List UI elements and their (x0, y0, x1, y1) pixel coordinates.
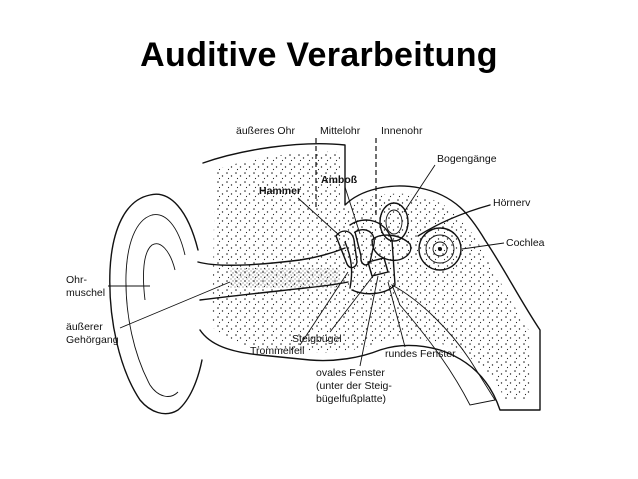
auditory-nerve (417, 204, 491, 237)
slide-title: Auditive Verarbeitung (140, 36, 498, 74)
auricle-outline (109, 193, 203, 415)
label-gehoergang-1: äußerer (66, 321, 103, 333)
semicircular-canal-1 (379, 202, 409, 242)
eustachian-tube (391, 284, 496, 406)
label-ohrmuschel-2: muschel (66, 287, 105, 299)
head-outline (199, 143, 541, 411)
label-ohrmuschel-1: Ohr- (66, 274, 88, 286)
leader-steigbuegel (329, 271, 377, 333)
leader-hammer (297, 197, 341, 237)
ear-canal-fill (230, 268, 340, 288)
label-cochlea: Cochlea (506, 237, 545, 249)
label-ovales-fenster-3: bügelfußplatte) (316, 393, 386, 405)
stirrup-bone (367, 257, 389, 277)
label-outer-ear: äußeres Ohr (236, 125, 295, 137)
eardrum (344, 241, 353, 289)
leader-bogengaenge (403, 164, 436, 213)
label-bogengaenge: Bogengänge (437, 153, 497, 165)
label-middle-ear: Mittelohr (320, 125, 361, 137)
auricle-inner (125, 214, 186, 397)
hammer-bone (335, 230, 358, 269)
leader-ovales-fenster (359, 275, 379, 367)
leader-trommelfell (299, 271, 349, 346)
ear-canal-upper (197, 247, 346, 267)
temporal-bone (212, 151, 530, 400)
label-amboss: Amboß (321, 174, 358, 186)
leader-cochlea (461, 242, 505, 250)
cochlea-core (438, 247, 442, 251)
cochlea-outer (418, 227, 462, 271)
label-trommelfell: Trommelfell (250, 345, 304, 357)
label-inner-ear: Innenohr (381, 125, 423, 137)
label-hammer: Hammer (259, 185, 301, 197)
cochlea-inner (432, 241, 448, 257)
vestibule (371, 234, 412, 261)
leader-rundes-fenster (387, 281, 406, 348)
label-gehoergang-2: Gehörgang (66, 334, 119, 346)
label-ovales-fenster-2: (unter der Steig- (316, 380, 392, 392)
label-rundes-fenster: rundes Fenster (385, 348, 456, 360)
label-hoernerv: Hörnerv (493, 197, 531, 209)
label-ovales-fenster-1: ovales Fenster (316, 367, 385, 379)
middle-ear-cavity (349, 219, 396, 295)
leader-amboss (344, 186, 361, 235)
semicircular-canal-2 (385, 209, 403, 235)
leader-gehoergang (119, 281, 231, 329)
cochlea-mid (425, 234, 455, 264)
label-steigbuegel: Steigbügel (292, 333, 342, 345)
auricle-fold (143, 243, 176, 301)
